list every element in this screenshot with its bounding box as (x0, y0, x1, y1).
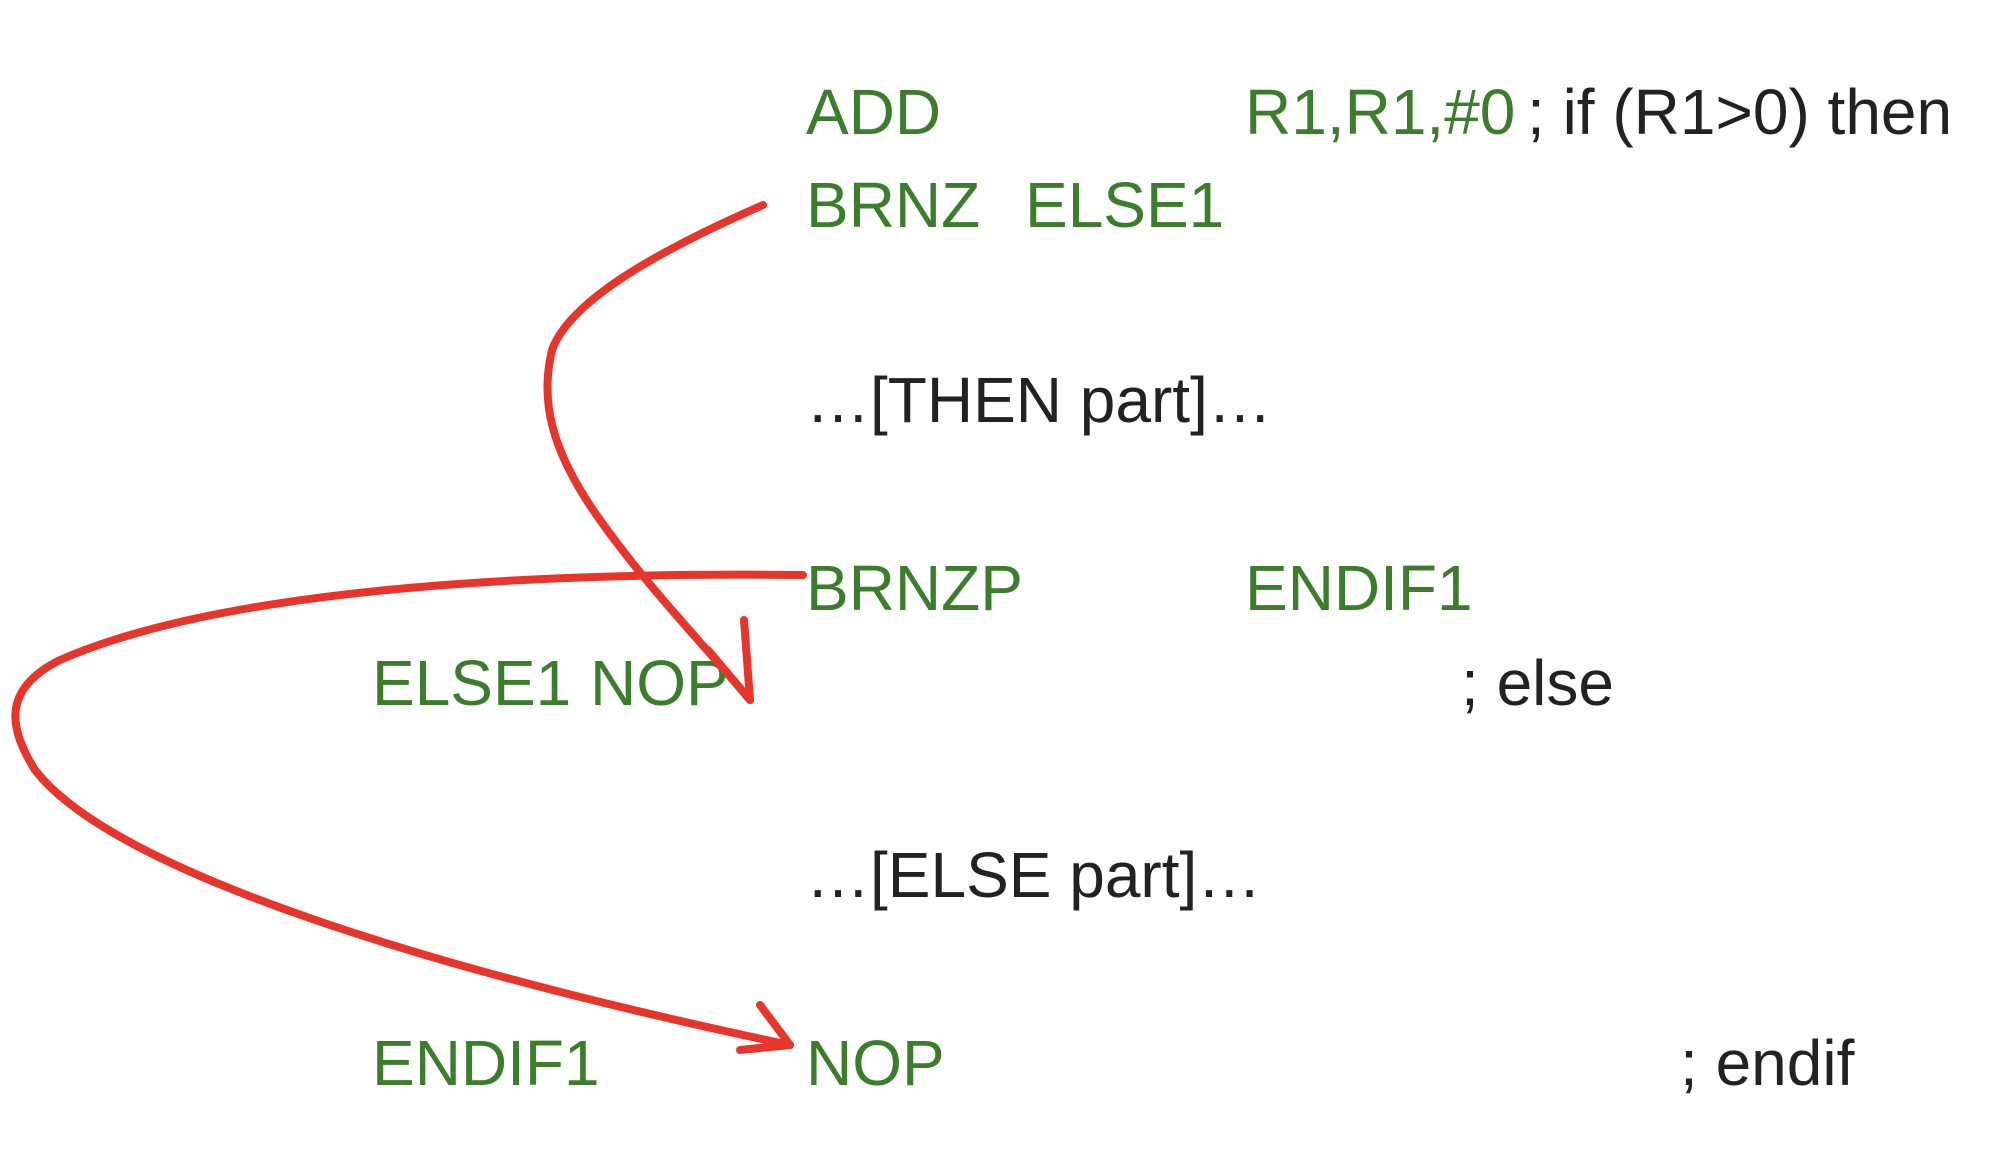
else1-nop-opcode: NOP (590, 647, 729, 719)
branch-arrow-endif1 (11, 570, 807, 1049)
add-comment: ; if (R1>0) then (1527, 76, 1953, 148)
else-comment: ; else (1461, 647, 1614, 719)
branch-arrow-else1 (543, 201, 767, 704)
endif1-label: ENDIF1 (372, 1027, 600, 1099)
arrow-head-endif1 (736, 1001, 794, 1054)
add-operands: R1,R1,#0 (1245, 76, 1516, 148)
brnzp-opcode: BRNZP (806, 552, 1023, 624)
brnz-opcode: BRNZ (806, 169, 981, 241)
brnz-operand: ELSE1 (1025, 169, 1225, 241)
brnzp-operand: ENDIF1 (1245, 552, 1473, 624)
add-opcode: ADD (806, 76, 942, 148)
else1-label: ELSE1 (372, 647, 572, 719)
endif1-nop-opcode: NOP (806, 1027, 945, 1099)
else-part-placeholder: …[ELSE part]… (806, 839, 1262, 911)
endif-comment: ; endif (1680, 1027, 1855, 1099)
then-part-placeholder: …[THEN part]… (806, 364, 1272, 436)
